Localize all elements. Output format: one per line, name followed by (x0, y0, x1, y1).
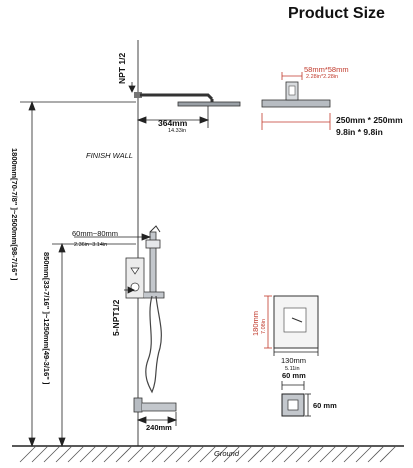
arm-length-in: 14.33in (168, 128, 187, 134)
shower-head-top-view (261, 81, 331, 108)
plate-height-mm: 180mm (251, 310, 260, 336)
ground-label: Ground (214, 449, 240, 458)
finish-wall-label: FINISH WALL (86, 151, 133, 160)
plate-width-in: 5.11in (285, 366, 300, 372)
holder-mm: 58mm*58mm (304, 65, 349, 74)
total-height-dimension (20, 100, 136, 448)
holder-in: 2.28in*2.28in (306, 74, 339, 80)
npt-valve-arrow (124, 286, 135, 294)
plate-width-mm: 130mm (281, 356, 307, 365)
tub-spout (133, 397, 177, 413)
arm-length-dimension (136, 106, 210, 128)
valve-box (281, 393, 305, 417)
shower-arm (134, 92, 214, 102)
handheld-dimension (74, 233, 152, 241)
valve-height-dimension (52, 242, 136, 448)
arm-length-mm: 364mm (158, 118, 188, 128)
box-dimensions (281, 381, 311, 417)
head-mm: 250mm * 250mm (336, 115, 403, 125)
handheld-in: 2.36in~3.14in (74, 242, 108, 248)
ground-hatch (19, 445, 397, 463)
box-side-dimension: 60 mm (313, 401, 337, 410)
npt-top-arrow (128, 82, 136, 93)
handheld-mm: 60mm~80mm (72, 229, 119, 238)
plate-width-dimension (273, 348, 319, 356)
spout-length: 240mm (146, 423, 172, 432)
trim-plate (273, 295, 319, 349)
holder-dimension (281, 72, 303, 80)
shower-head-side (177, 101, 241, 107)
npt-valve-label: 5-NPT1/2 (111, 299, 121, 336)
head-in: 9.8in * 9.8in (336, 127, 383, 137)
valve-height-label: 850mm[33-7/16" ]~1250mm[49-3/16" ] (42, 252, 51, 385)
box-top-dimension: 60 mm (282, 371, 306, 380)
head-dimension (261, 113, 331, 130)
plate-height-in: 7.08in (261, 319, 267, 334)
npt-top-label: NPT 1/2 (117, 52, 127, 84)
plate-height-dimension (264, 295, 272, 349)
page-title: Product Size (288, 5, 385, 22)
total-height-label: 1800mm[70-7/8" ]~2500mm[98-7/16" ] (10, 148, 19, 281)
valve-body (125, 257, 165, 299)
handheld-hose (145, 295, 162, 394)
spout-dimension (136, 412, 178, 426)
